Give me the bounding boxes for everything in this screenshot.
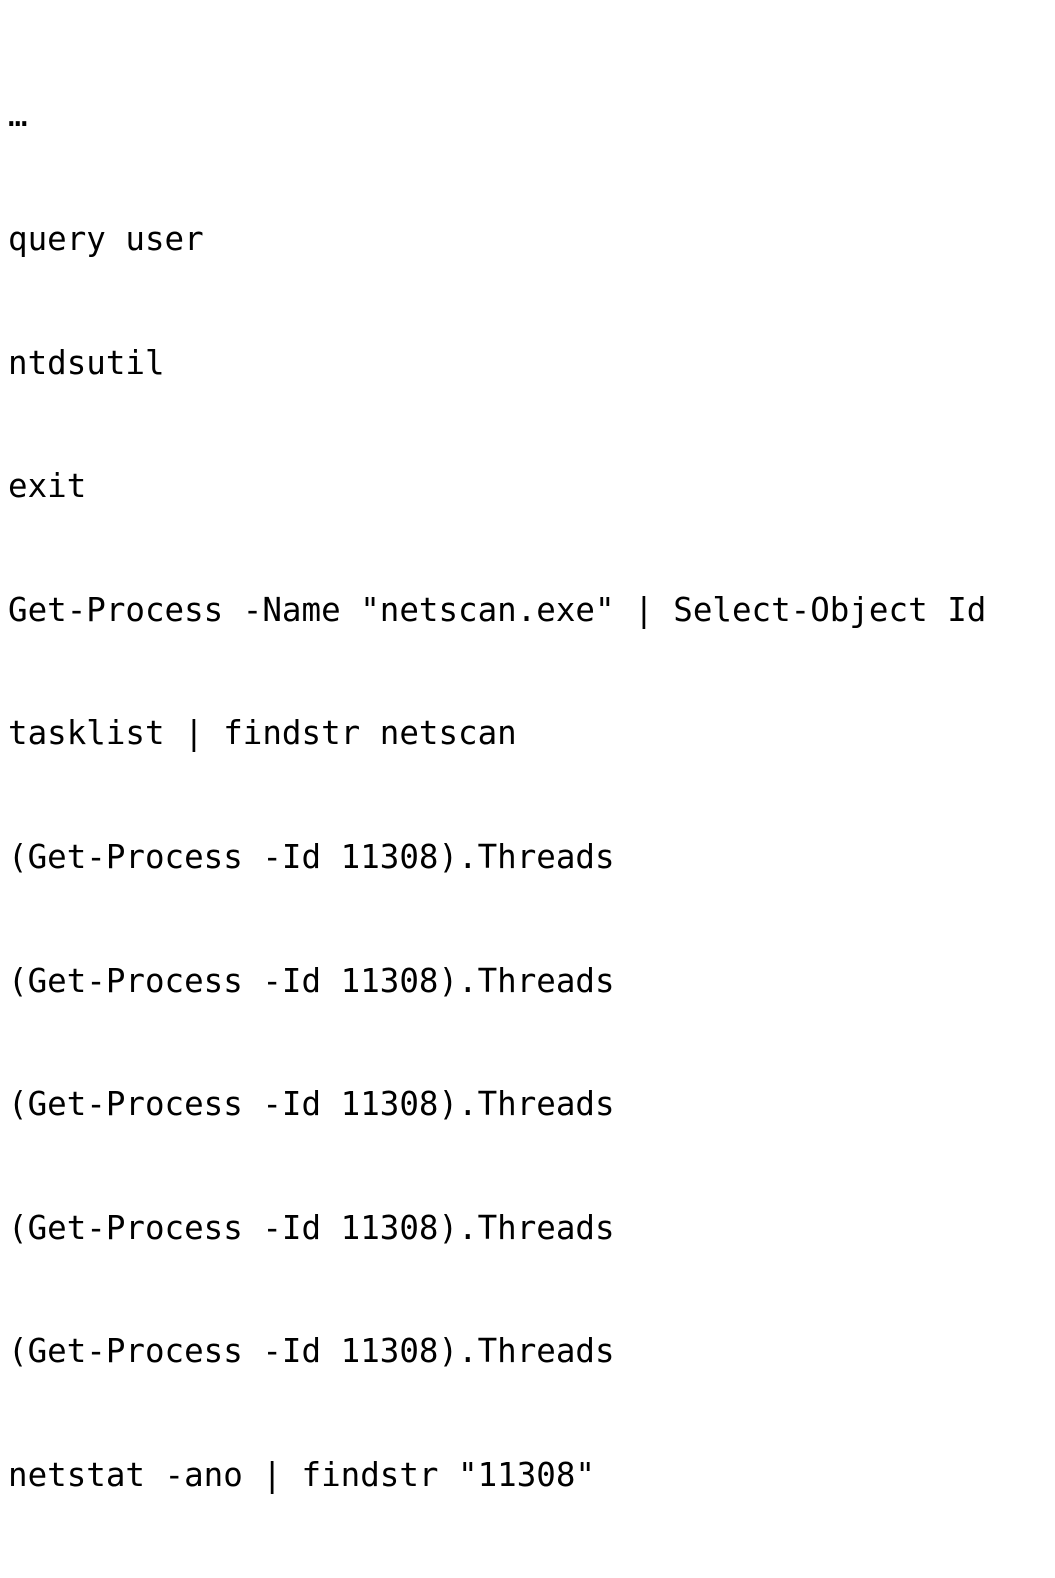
command-line: (Get-Process -Id 11308).Threads: [8, 837, 615, 876]
command-line: query user: [8, 220, 204, 258]
command-line: netstat -ano | findstr "11308": [8, 1455, 595, 1494]
command-line: ntdsutil: [8, 343, 165, 382]
command-line: (Get-Process -Id 11308).Threads: [8, 961, 615, 1000]
command-line: (Get-Process -Id 11308).Threads: [8, 1085, 615, 1124]
command-line: (Get-Process -Id 11308).Threads: [8, 1332, 615, 1371]
command-line: exit: [8, 467, 87, 506]
command-line-elision-top: …: [8, 96, 28, 135]
command-line: tasklist | findstr netscan: [8, 714, 517, 753]
command-line: Get-Process -Name "netscan.exe" | Select…: [8, 590, 987, 629]
command-history-log: … query user ntdsutil exit Get-Process -…: [8, 96, 987, 1494]
command-line: (Get-Process -Id 11308).Threads: [8, 1208, 615, 1247]
